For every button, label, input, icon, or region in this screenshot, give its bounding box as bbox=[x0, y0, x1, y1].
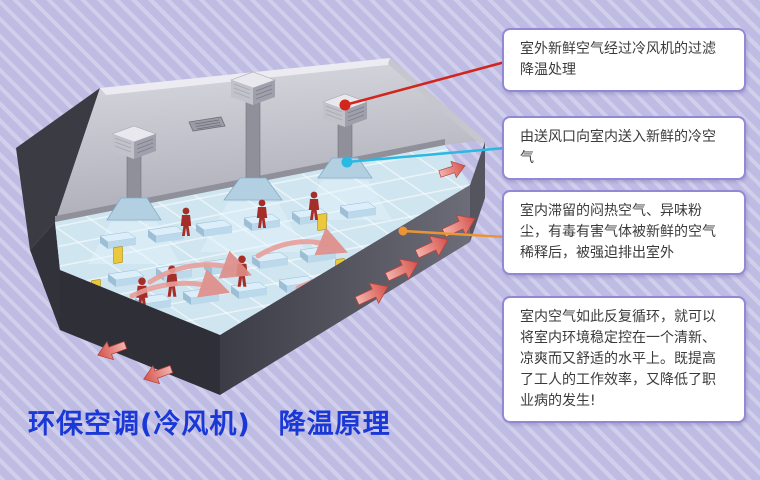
callout-circulation-benefit: 室内空气如此反复循环，就可以将室内环境稳定控在一个清新、凉爽而又舒适的水平上。既… bbox=[502, 296, 746, 423]
front-left-wall bbox=[60, 270, 220, 395]
callout-text: 室内滞留的闷热空气、异味粉尘，有毒有害气体被新鲜的空气稀释后，被强迫排出室外 bbox=[520, 203, 716, 261]
callout-exhaust-stale-air: 室内滞留的闷热空气、异味粉尘，有毒有害气体被新鲜的空气稀释后，被强迫排出室外 bbox=[502, 190, 746, 275]
building-illustration bbox=[16, 58, 485, 395]
callout-text: 室内空气如此反复循环，就可以将室内环境稳定控在一个清新、凉爽而又舒适的水平上。既… bbox=[520, 309, 716, 409]
callout-text: 由送风口向室内送入新鲜的冷空气 bbox=[520, 129, 716, 166]
right-wall-cap bbox=[470, 142, 485, 242]
callout-supply-fresh-air: 由送风口向室内送入新鲜的冷空气 bbox=[502, 116, 746, 180]
callout-outdoor-air-filtered: 室外新鲜空气经过冷风机的过滤降温处理 bbox=[502, 28, 746, 92]
left-wall bbox=[16, 88, 100, 330]
page-title: 环保空调(冷风机) 降温原理 bbox=[28, 409, 391, 440]
roof-vent-icon bbox=[188, 116, 226, 132]
callout-text: 室外新鲜空气经过冷风机的过滤降温处理 bbox=[520, 41, 716, 78]
